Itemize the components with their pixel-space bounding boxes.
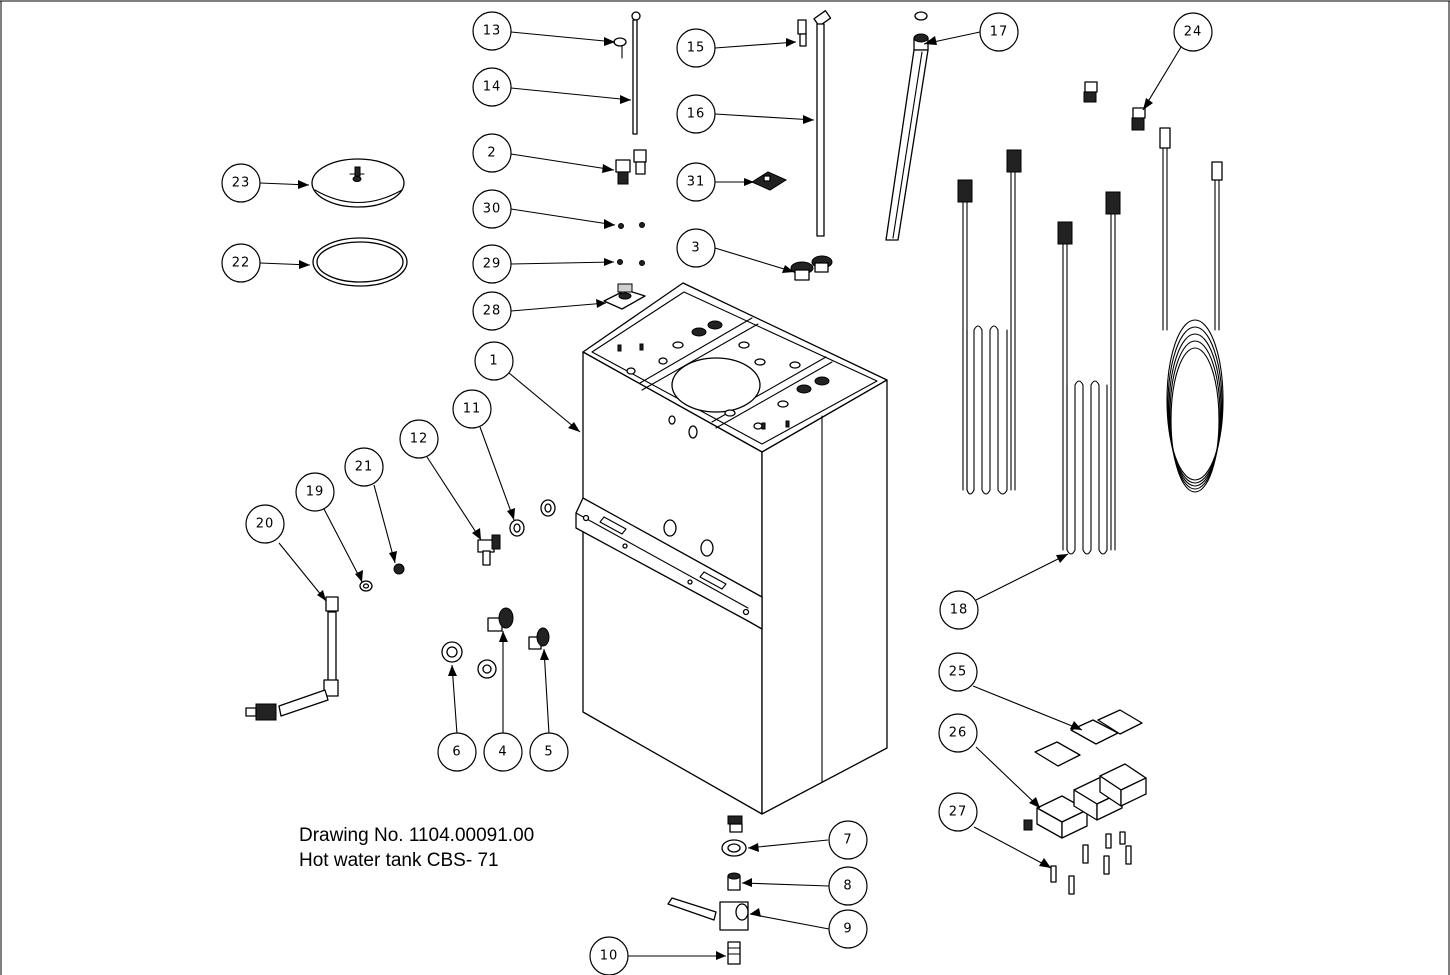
part-27-pins (1050, 831, 1132, 895)
part-2-fittings (615, 149, 647, 185)
svg-text:27: 27 (949, 805, 968, 820)
svg-text:6: 6 (452, 745, 461, 760)
part-26-switches (1023, 763, 1147, 839)
balloon-7: 7 (828, 820, 868, 860)
balloon-9: 9 (828, 909, 868, 949)
svg-text:20: 20 (256, 517, 275, 532)
balloon-11: 11 (452, 389, 492, 429)
svg-text:9: 9 (843, 922, 852, 937)
svg-text:12: 12 (410, 432, 429, 447)
svg-text:25: 25 (949, 665, 968, 680)
balloon-17: 17 (979, 12, 1019, 52)
part-30-29-dots (617, 222, 645, 266)
part-12-elbow (477, 534, 501, 566)
part-28-thermostat (603, 283, 646, 310)
balloon-12: 12 (399, 419, 439, 459)
svg-text:3: 3 (691, 241, 700, 256)
balloon-2: 2 (472, 133, 512, 173)
tank-body (575, 282, 888, 815)
svg-text:22: 22 (232, 256, 251, 271)
svg-text:15: 15 (687, 41, 706, 56)
balloon-6: 6 (437, 732, 477, 772)
balloon-10: 10 (589, 936, 629, 975)
svg-text:14: 14 (483, 80, 502, 95)
part-7-10-drain-assembly (667, 815, 749, 965)
svg-text:13: 13 (483, 24, 502, 39)
part-5-fitting (528, 627, 550, 650)
svg-text:31: 31 (687, 175, 706, 190)
balloon-13: 13 (472, 11, 512, 51)
part-14-rod (632, 19, 638, 135)
drawing-number: Drawing No. 1104.00091.00 (299, 825, 535, 846)
part-31-clip (750, 171, 788, 191)
balloon-31: 31 (676, 162, 716, 202)
balloon-26: 26 (938, 713, 978, 753)
balloon-5: 5 (529, 732, 569, 772)
part-18-heating-elements (957, 127, 1224, 555)
svg-text:17: 17 (990, 25, 1009, 40)
balloon-8: 8 (828, 866, 868, 906)
part-22-gasket (312, 237, 408, 287)
balloon-1: 1 (474, 341, 514, 381)
balloon-19: 19 (295, 472, 335, 512)
balloon-30: 30 (472, 189, 512, 229)
part-3-plugs (790, 255, 833, 281)
svg-text:4: 4 (498, 745, 507, 760)
part-25-plates (1034, 709, 1143, 767)
balloon-24: 24 (1173, 12, 1213, 52)
leader-lines (259, 31, 1182, 957)
svg-text:24: 24 (1184, 25, 1203, 40)
balloon-25: 25 (938, 652, 978, 692)
svg-text:11: 11 (463, 402, 482, 417)
part-20-hose-assembly (245, 596, 339, 721)
balloon-20: 20 (245, 504, 285, 544)
svg-text:21: 21 (355, 460, 374, 475)
svg-text:8: 8 (843, 879, 852, 894)
svg-text:5: 5 (544, 745, 553, 760)
balloon-3: 3 (676, 228, 716, 268)
svg-text:18: 18 (950, 603, 969, 618)
svg-text:2: 2 (487, 146, 496, 161)
svg-text:7: 7 (843, 833, 852, 848)
svg-text:23: 23 (232, 176, 251, 191)
part-21-19-washers (359, 563, 405, 592)
part-23-cover (311, 158, 405, 208)
part-17-level-tube (885, 11, 929, 241)
balloon-23: 23 (221, 163, 261, 203)
balloon-21: 21 (344, 447, 384, 487)
part-15-elbow (797, 10, 832, 47)
balloon-15: 15 (676, 28, 716, 68)
part-11-nuts (509, 499, 556, 537)
part-4-fitting (487, 607, 514, 632)
part-16-tube (816, 23, 825, 237)
balloon-4: 4 (483, 732, 523, 772)
svg-text:19: 19 (306, 485, 325, 500)
svg-text:10: 10 (600, 949, 619, 964)
balloon-18: 18 (939, 590, 979, 630)
svg-text:16: 16 (687, 107, 706, 122)
balloon-27: 27 (938, 792, 978, 832)
balloon-22: 22 (221, 243, 261, 283)
svg-text:1: 1 (489, 354, 498, 369)
svg-text:30: 30 (483, 202, 502, 217)
balloon-16: 16 (676, 94, 716, 134)
svg-text:28: 28 (483, 304, 502, 319)
balloon-14: 14 (472, 67, 512, 107)
part-6-nuts (441, 641, 497, 679)
svg-text:29: 29 (483, 257, 502, 272)
balloon-28: 28 (472, 291, 512, 331)
svg-text:26: 26 (949, 726, 968, 741)
leader-arrowheads (298, 36, 1153, 960)
drawing-title: Hot water tank CBS- 71 (299, 850, 499, 871)
balloon-29: 29 (472, 244, 512, 284)
part-24-fittings (1083, 81, 1146, 131)
